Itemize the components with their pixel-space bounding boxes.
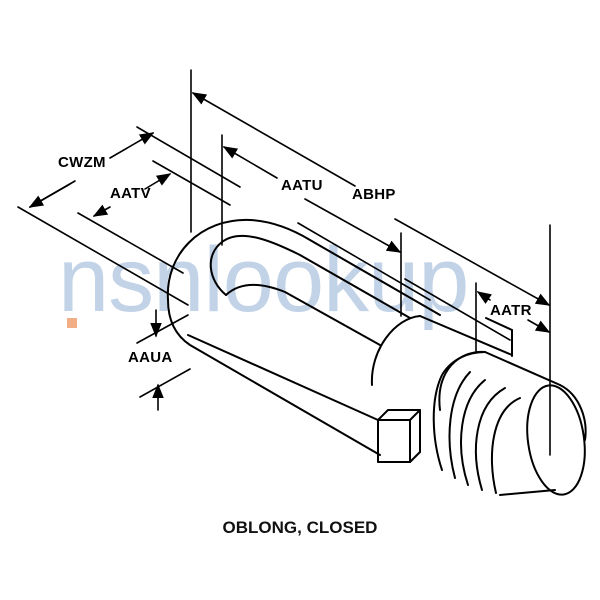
- label-cwzm: CWZM: [58, 154, 106, 171]
- label-aaua: AAUA: [128, 349, 173, 366]
- eye-loop: [166, 218, 441, 463]
- label-aatv: AATV: [110, 185, 151, 202]
- watermark-dot: [67, 318, 77, 328]
- diagram-caption: OBLONG, CLOSED: [222, 518, 378, 537]
- shank: [370, 315, 513, 386]
- label-abhp: ABHP: [352, 186, 396, 203]
- label-aatr: AATR: [490, 302, 532, 319]
- threaded-end: [432, 350, 587, 496]
- label-aatu: AATU: [281, 177, 323, 194]
- dimension-lines: [28, 92, 551, 411]
